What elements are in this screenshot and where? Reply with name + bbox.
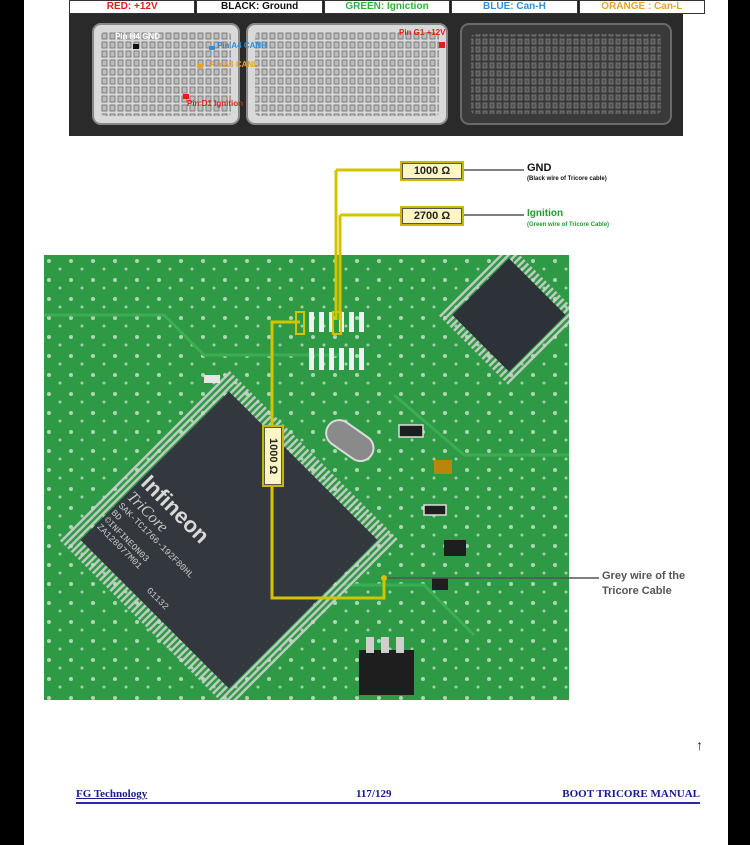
ecu-connector-photo: Pin H4 GND Pin A4 CANH Pin A3 CANL Pin G… (69, 14, 683, 136)
manual-page: RED: +12V BLACK: Ground GREEN: Igniction… (24, 0, 728, 845)
legend-blue: BLUE: Can-H (451, 0, 578, 14)
connector-drawing (69, 14, 683, 136)
arrow-up-icon: ↑ (696, 737, 703, 753)
ignition-label: Ignition (527, 208, 564, 219)
footer-manual-title: BOOT TRICORE MANUAL (562, 788, 700, 800)
pcb-photo: Infineon TriCore SAK-TC1766-192F80HL BD … (44, 255, 569, 700)
legend-orange: ORANGE : Can-L (578, 0, 706, 14)
legend-red: RED: +12V (69, 0, 196, 14)
grey-wire-label-line1: Grey wire of the (602, 570, 686, 582)
footer-company: FG Technology (76, 788, 148, 800)
resistor-gnd: 1000 Ω (400, 161, 464, 181)
gnd-label: GND (527, 162, 552, 174)
legend-green: GREEN: Igniction (323, 0, 451, 14)
grey-wire-label-line2: Tricore Cable (602, 585, 672, 597)
pin-ign-label: Pin D1 Ignition (187, 99, 243, 108)
pin-canh-label: Pin A4 CANH (217, 41, 267, 50)
resistor-ignition: 2700 Ω (400, 206, 464, 226)
legend-black: BLACK: Ground (196, 0, 323, 14)
resistor-vertical: 1000 Ω (262, 425, 284, 487)
pin-canl-label: Pin A3 CANL (209, 60, 259, 69)
footer-page-number: 117/129 (356, 788, 392, 800)
page-footer: FG Technology 117/129 BOOT TRICORE MANUA… (76, 786, 700, 804)
pin-gnd-label: Pin H4 GND (115, 32, 160, 41)
pcb-drawing (44, 255, 569, 700)
ignition-sublabel: (Green wire of Tricore Cable) (527, 222, 610, 228)
color-legend: RED: +12V BLACK: Ground GREEN: Igniction… (69, 0, 706, 14)
pin-12v-label: Pin G1 +12V (399, 28, 446, 37)
gnd-sublabel: (Black wire of Tricore cable) (527, 176, 607, 182)
